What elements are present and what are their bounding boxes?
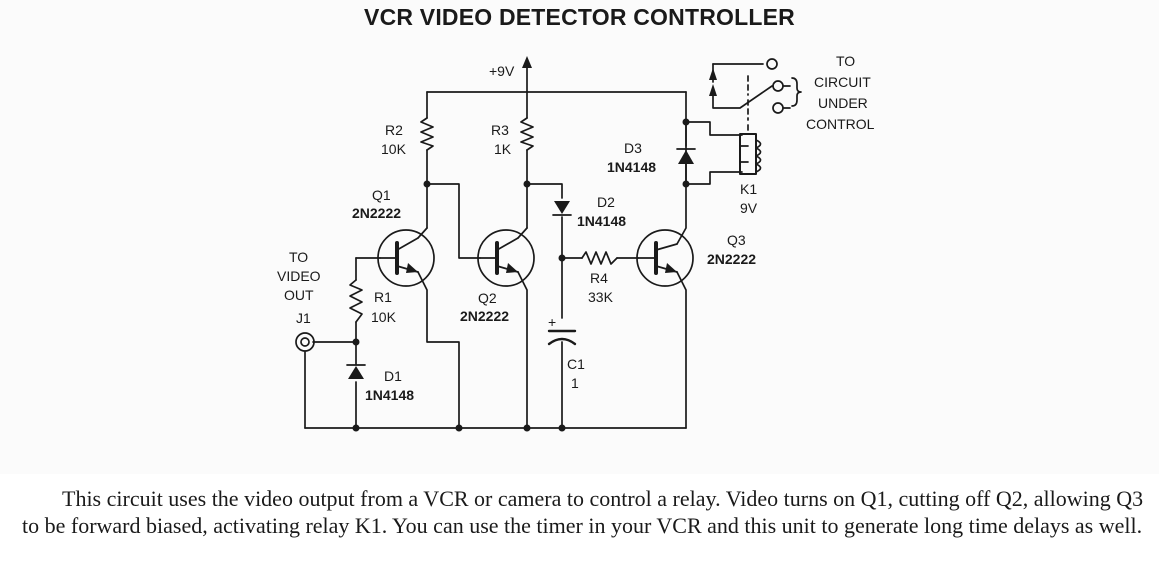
k1-ref: K1	[740, 181, 757, 197]
relay-k1	[709, 58, 802, 175]
wires	[304, 63, 791, 429]
output-label-line3: UNDER	[818, 95, 868, 111]
r2-value: 10K	[381, 141, 407, 157]
resistor-r1	[349, 279, 363, 323]
r2-ref: R2	[385, 122, 403, 138]
transistor-q2	[477, 227, 535, 287]
k1-value: 9V	[740, 200, 758, 216]
r3-value: 1K	[494, 141, 512, 157]
c1-polarity: +	[548, 314, 556, 330]
transistor-q3	[636, 229, 694, 287]
r4-value: 33K	[588, 289, 614, 305]
q3-ref: Q3	[727, 232, 746, 248]
q1-ref: Q1	[372, 187, 391, 203]
input-label-line3: OUT	[284, 287, 314, 303]
jack-j1	[295, 332, 315, 352]
r1-ref: R1	[374, 289, 392, 305]
diode-d2	[552, 201, 572, 216]
output-label-line4: CONTROL	[806, 116, 875, 132]
resistor-r4	[581, 251, 618, 265]
diode-d3	[676, 121, 696, 185]
d1-part: 1N4148	[365, 387, 414, 403]
diagram-title: VCR VIDEO DETECTOR CONTROLLER	[364, 4, 795, 30]
resistor-r2	[420, 117, 434, 151]
diagram-panel	[0, 0, 1159, 474]
supply-arrow-icon	[522, 56, 532, 68]
supply-label: +9V	[489, 63, 515, 79]
r1-value: 10K	[371, 309, 397, 325]
j1-ref: J1	[296, 310, 311, 326]
input-label-line1: TO	[289, 249, 308, 265]
d3-part: 1N4148	[607, 159, 656, 175]
resistor-r3	[520, 117, 534, 151]
q1-part: 2N2222	[352, 205, 401, 221]
d1-ref: D1	[384, 368, 402, 384]
output-label-line2: CIRCUIT	[814, 74, 871, 90]
input-label-line2: VIDEO	[277, 268, 321, 284]
c1-value: 1	[571, 375, 579, 391]
d3-ref: D3	[624, 140, 642, 156]
d2-part: 1N4148	[577, 213, 626, 229]
description-paragraph: This circuit uses the video output from …	[22, 486, 1144, 538]
capacitor-c1	[547, 329, 577, 346]
q2-part: 2N2222	[460, 308, 509, 324]
c1-ref: C1	[567, 356, 585, 372]
circuit-schematic: +9V R2 10K R3 1K Q1 2N2222 Q2 2N2222 Q3 …	[277, 53, 875, 432]
junctions	[352, 118, 690, 432]
q3-part: 2N2222	[707, 251, 756, 267]
r3-ref: R3	[491, 122, 509, 138]
d2-ref: D2	[597, 194, 615, 210]
q2-ref: Q2	[478, 290, 497, 306]
transistor-q1	[377, 227, 435, 287]
diode-d1	[346, 364, 366, 379]
r4-ref: R4	[590, 270, 608, 286]
output-label-line1: TO	[836, 53, 855, 69]
